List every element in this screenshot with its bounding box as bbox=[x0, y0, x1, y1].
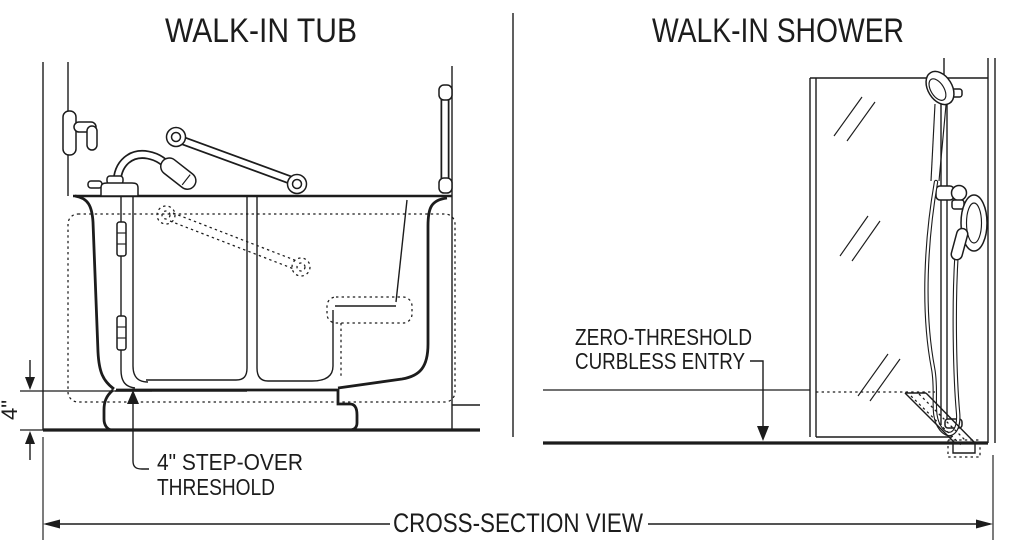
tub-basin-inner-right bbox=[256, 197, 334, 382]
shower-entry-label-line2: CURBLESS ENTRY bbox=[575, 348, 745, 374]
entry-arrow bbox=[757, 426, 769, 441]
tub-door-inner bbox=[132, 197, 149, 383]
shower-entry-callout: ZERO-THRESHOLD CURBLESS ENTRY bbox=[575, 324, 769, 441]
tub-grab-bar-angled bbox=[165, 126, 308, 195]
hand-shower-head bbox=[159, 157, 197, 190]
shower-hose bbox=[924, 179, 961, 436]
walk-in-shower-section: ZERO-THRESHOLD CURBLESS ENTRY bbox=[543, 58, 996, 458]
tub-backrest-line bbox=[395, 199, 408, 303]
linear-drain bbox=[947, 439, 981, 458]
shower-valve bbox=[950, 194, 988, 261]
hand-shower bbox=[925, 70, 955, 182]
shower-floor-slope bbox=[904, 392, 977, 446]
tub-faucet bbox=[87, 149, 197, 197]
tub-threshold-label-line1: 4" STEP-OVER bbox=[157, 449, 303, 475]
tub-shell-left bbox=[74, 194, 115, 391]
tub-door-hinge-top bbox=[116, 221, 127, 257]
tub-threshold-height-label: 4" bbox=[0, 400, 22, 420]
tub-threshold-label-line2: THRESHOLD bbox=[157, 474, 275, 500]
tub-threshold-dimension: 4" bbox=[0, 360, 152, 460]
tub-door-hinge-bottom bbox=[116, 315, 127, 351]
threshold-arrow bbox=[127, 390, 139, 404]
shower-entry-label-line1: ZERO-THRESHOLD bbox=[575, 324, 752, 350]
tub-grab-bar-vertical bbox=[438, 84, 453, 194]
tub-shell-back bbox=[337, 196, 448, 390]
dimension-arrow-right bbox=[976, 519, 993, 529]
walk-in-tub-section: 4" 4" STEP-OVER THRESHOLD bbox=[0, 62, 480, 500]
old-tub-dotted-outline bbox=[67, 213, 456, 403]
tub-grab-bar-dotted bbox=[156, 205, 311, 277]
tub-title: WALK-IN TUB bbox=[165, 12, 357, 50]
tub-shell-bottom bbox=[116, 388, 359, 432]
shower-title: WALK-IN SHOWER bbox=[652, 12, 904, 50]
tub-basin-inner-left bbox=[146, 197, 248, 381]
cross-section-label: CROSS-SECTION VIEW bbox=[393, 508, 643, 538]
tub-door-outer bbox=[120, 197, 136, 389]
glass-reflection-marks bbox=[833, 96, 901, 402]
dimension-arrow-left bbox=[43, 519, 60, 529]
cross-section-dimension: CROSS-SECTION VIEW bbox=[42, 437, 994, 540]
tub-seat-dotted bbox=[326, 296, 413, 324]
wall-valve bbox=[62, 110, 98, 156]
tub-apron-left bbox=[102, 388, 114, 432]
tub-threshold-callout: 4" STEP-OVER THRESHOLD bbox=[127, 390, 303, 500]
valve-lever bbox=[950, 227, 969, 261]
